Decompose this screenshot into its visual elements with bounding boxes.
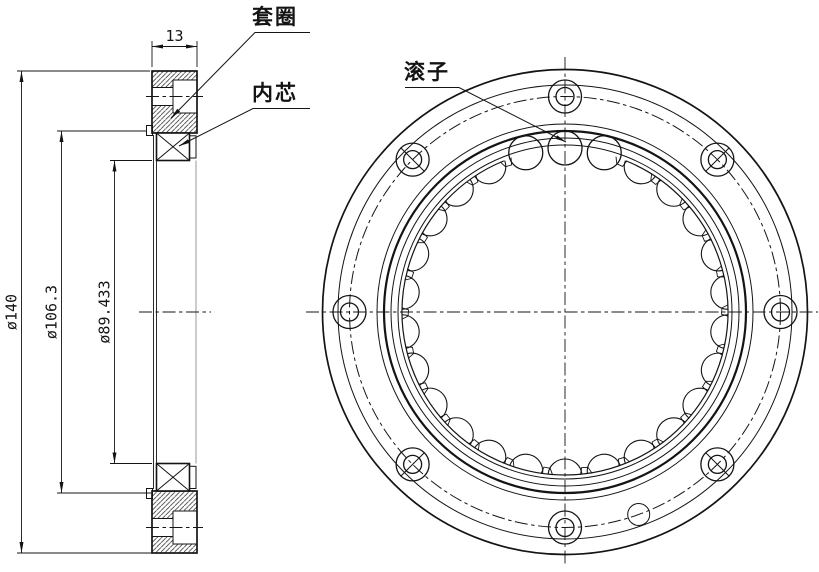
cam-step-tab [437,200,450,212]
cam-step-tab [439,413,451,427]
bolt-hole [555,517,575,538]
cam-step-tab [715,265,725,278]
roller-bump [710,275,728,310]
bolt-hole [770,302,791,322]
cam-step-tab [701,229,712,242]
bolt-hole-axis [705,147,730,172]
roller-bump [421,387,448,419]
roller-bump [586,453,621,474]
cage-section [189,465,197,489]
roller-bump [444,417,474,445]
roller-bump [421,205,448,237]
dim-race-diameter: ø106.3 [42,284,61,340]
dim-cam-diameter: ø89.433 [95,280,114,344]
cam-step-tab [650,173,662,186]
bolt-hole-counterbore [547,510,583,545]
bolt-hole-counterbore [700,142,735,177]
roller-bump [444,179,474,207]
face-step-circle [337,84,793,540]
bolt-hole [707,454,728,475]
cam-ring-edge [401,160,729,476]
roller-bump [509,453,544,474]
roller [586,135,622,171]
roller-bump [407,352,430,386]
roller-bump [407,238,430,272]
bolt-hole-counterbore [395,447,430,482]
roller-bump [700,352,723,386]
roller [508,135,544,171]
bolt-hole-counterbore [332,294,367,330]
cam-step-tab [721,304,729,317]
cam-step-tab [540,466,554,476]
front-view [306,57,818,566]
snap-ring-top [146,125,153,136]
bolt-hole-counterbore [395,142,430,177]
bolt-hole-counterbore [547,79,583,114]
race-circle [390,137,740,487]
cam-step-tab [679,197,691,211]
pin-hole [627,503,651,527]
bolt-hole-axis [705,452,730,477]
label-roller: 滚子 [404,61,450,84]
cage-section [189,135,197,159]
dim-outer-diameter: ø140 [2,293,21,331]
roller-bump [474,160,507,185]
cam-step-tab [651,438,665,450]
cam-step-tab [502,456,515,468]
roller-bump [474,439,507,464]
cam-step-tab [416,231,429,244]
bolt-hole-counterbore [763,294,798,330]
bolt-hole [402,454,423,475]
dim-width-13: 13 [165,27,184,45]
roller-bump [710,314,728,349]
cam-step-tab [680,412,693,424]
roller [547,130,583,166]
race-circle [376,123,754,501]
cam-step-tab [465,174,479,186]
roller-bump [682,205,709,237]
cam-step-tab [418,382,429,395]
bolt-hole [402,149,423,170]
bolt-hole [555,86,575,107]
leader-lines [170,32,567,147]
bolt-hole [339,302,360,322]
flange-outer-circle [321,68,809,556]
cam-step-tab [617,456,631,467]
race-circle [397,144,733,480]
roller-bump [656,417,686,445]
cam-step-tab [701,380,714,393]
bolt-hole [707,149,728,170]
label-outer-ring: 套圈 [252,6,298,29]
bolt-hole-axis [400,452,425,477]
roller-bump [623,160,656,185]
label-inner-core: 内芯 [252,82,298,105]
roller-bump [700,238,723,272]
cam-step-tab [468,438,480,451]
roller-bump [682,387,709,419]
roller-bump [623,439,656,464]
bolt-circle [349,96,781,528]
hatch-bottom-flange [152,491,197,553]
cam-step-tab [499,157,513,168]
roller-bump [402,314,420,349]
cam-step-tab [405,346,415,359]
roller-bump [656,179,686,207]
cam-step-tab [404,268,415,281]
bolt-hole-counterbore [700,447,735,482]
cam-step-tab [715,343,726,356]
hatch-top-flange [152,71,197,133]
roller-bump [402,275,420,310]
section-view [139,70,211,554]
bolt-hole-axis [400,147,425,172]
snap-ring-bottom [146,488,153,499]
dimensions [17,41,198,554]
cam-step-tab [615,156,628,168]
cam-step-tab [401,307,409,320]
roller-bump [547,458,583,475]
cam-step-tab [579,466,593,475]
